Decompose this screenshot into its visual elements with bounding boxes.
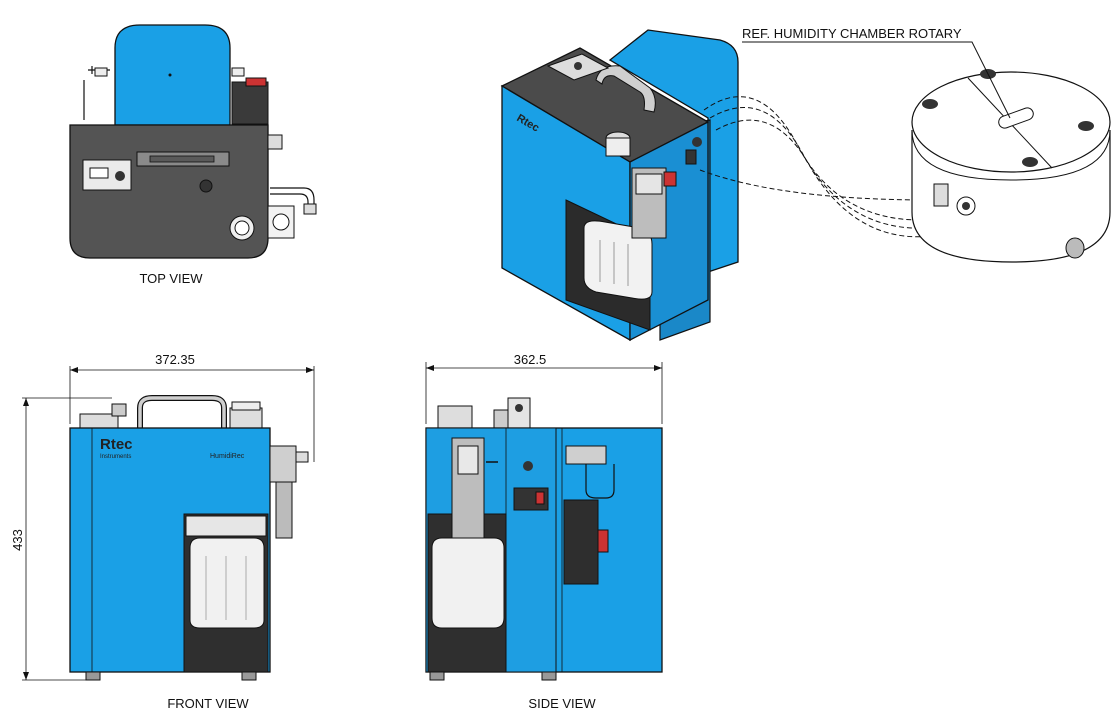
front-view: Rtec Instruments HumidiRec xyxy=(69,395,309,681)
top-view-label: TOP VIEW xyxy=(139,271,203,286)
front-logo: Rtec xyxy=(100,436,133,453)
front-view-label: FRONT VIEW xyxy=(167,696,249,711)
isometric-view: Rtec xyxy=(500,29,933,342)
dimension-height-label: 433 xyxy=(10,529,25,551)
dimension-front-width-label: 372.35 xyxy=(155,352,195,367)
dimension-height xyxy=(22,397,112,681)
side-view-label: SIDE VIEW xyxy=(528,696,596,711)
side-view xyxy=(425,397,663,681)
front-product-name: HumidiRec xyxy=(210,453,245,460)
humidity-chamber-callout: REF. HUMIDITY CHAMBER ROTARY xyxy=(742,26,962,41)
dimension-side-width xyxy=(425,362,663,424)
humidity-chamber xyxy=(742,41,1111,263)
dimension-front-width xyxy=(69,366,315,462)
top-view xyxy=(69,24,317,259)
dimension-side-width-label: 362.5 xyxy=(514,352,547,367)
front-logo-sub: Instruments xyxy=(100,454,131,460)
